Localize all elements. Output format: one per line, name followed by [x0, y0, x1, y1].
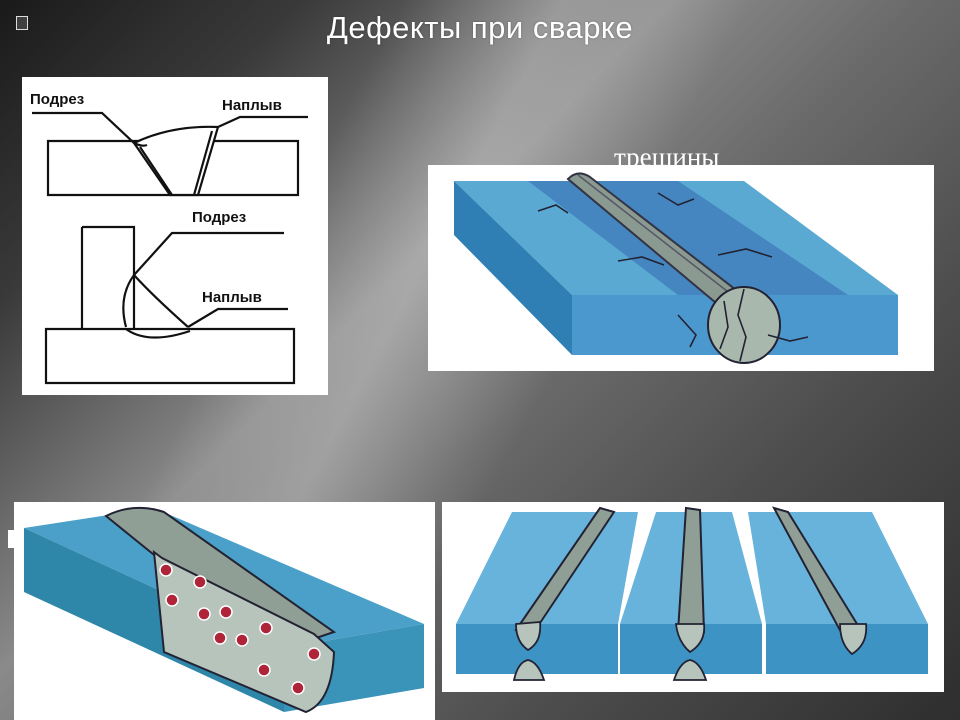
- bullet-marker: [16, 16, 28, 30]
- welded-plates-row: [456, 506, 928, 681]
- undercut-label-bottom: Подрез: [192, 209, 247, 226]
- porosity-illustration: [14, 502, 435, 720]
- overlap-label-top: Наплыв: [222, 97, 282, 114]
- bullet-marker-2: [8, 530, 18, 548]
- cracks-illustration: [428, 165, 934, 371]
- undercut-label-top: Подрез: [30, 91, 85, 108]
- undercut-overlap-drawing: Подрез Наплыв Подрез Наплыв: [22, 77, 328, 395]
- slide-title: Дефекты при сварке: [326, 10, 634, 45]
- cracked-weld-plate: [454, 172, 898, 364]
- three-seams-illustration: [442, 502, 944, 692]
- overlap-label-bottom: Наплыв: [202, 289, 262, 306]
- porous-weld-plate: [24, 506, 424, 714]
- weld-joint-sketch: [32, 111, 308, 385]
